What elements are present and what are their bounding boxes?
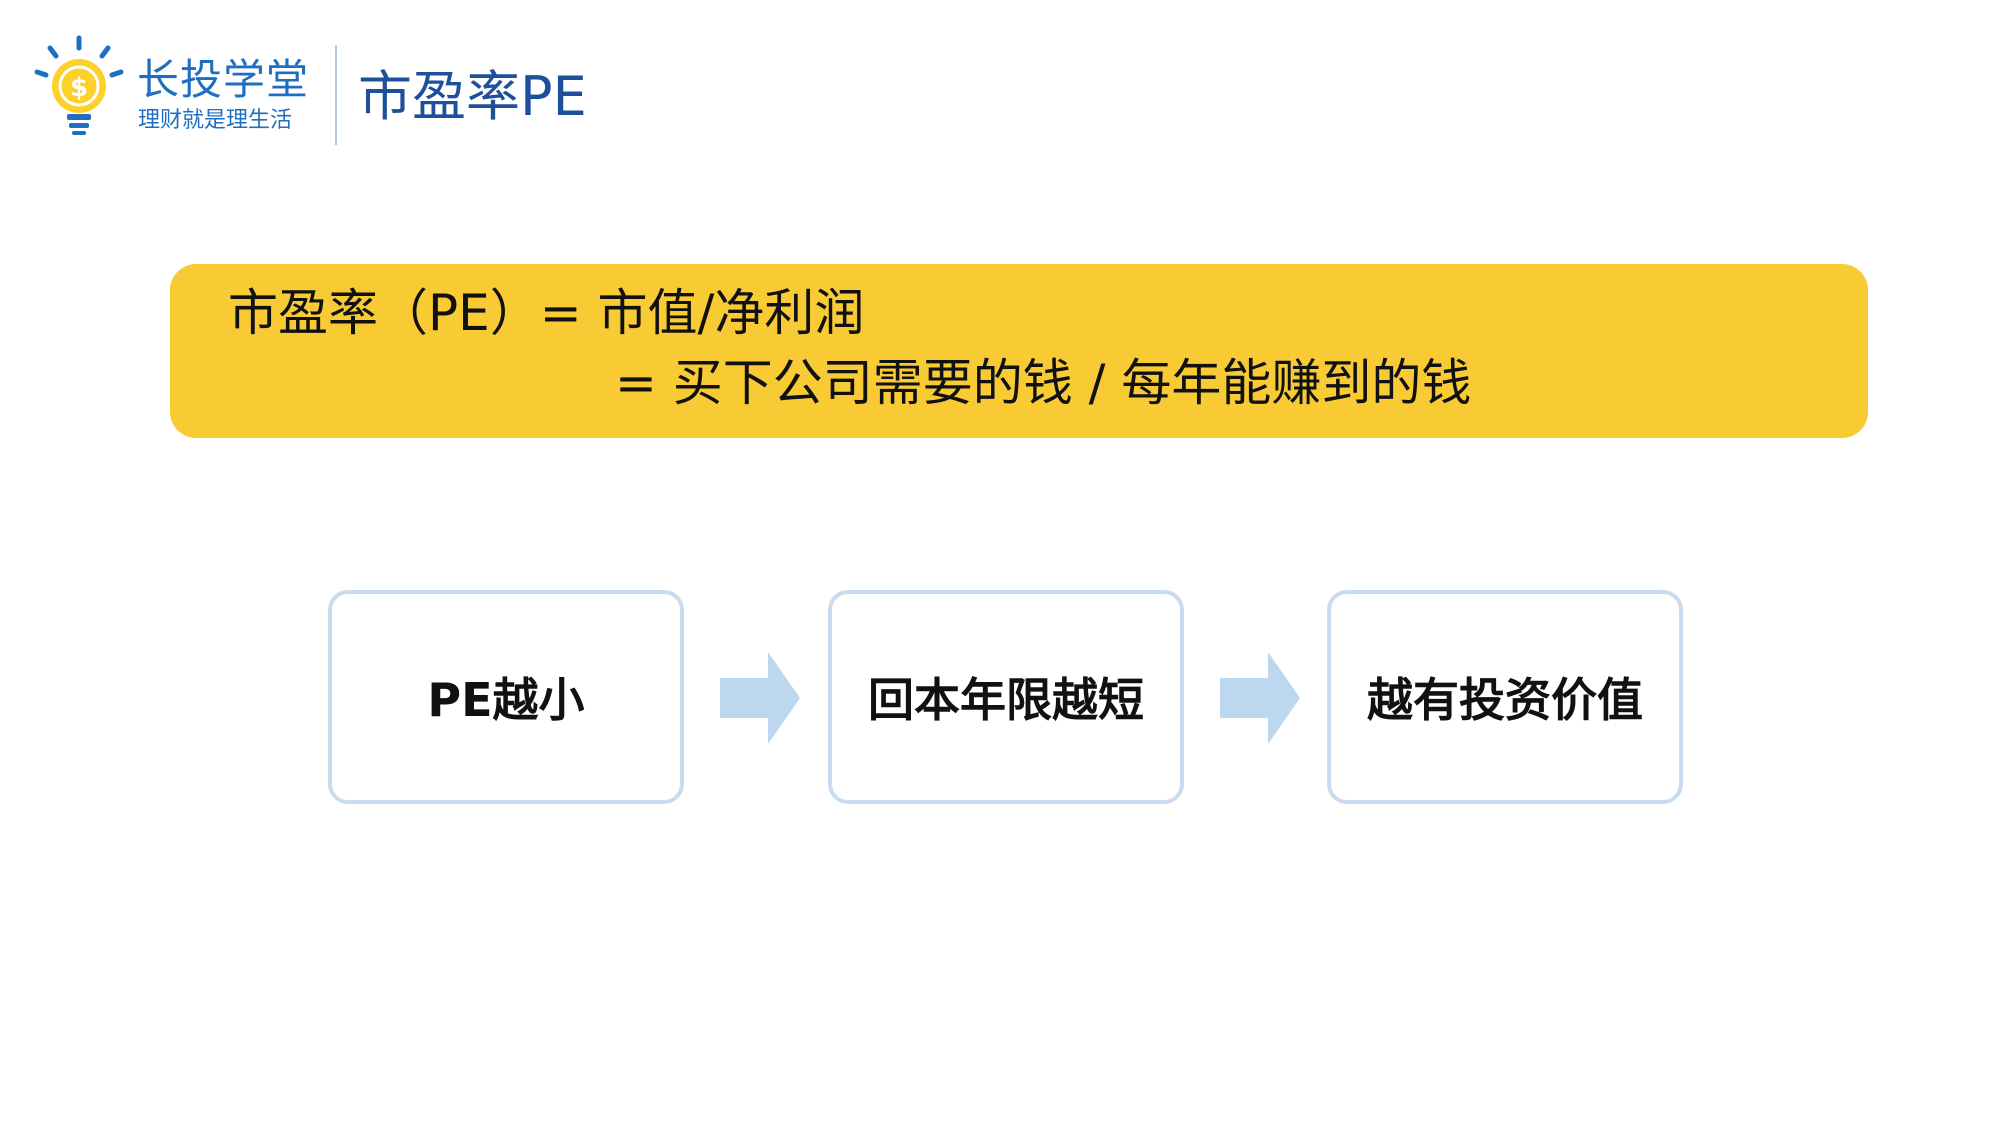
formula-line-1: 市盈率（PE）= 市值/净利润	[228, 284, 865, 342]
arrow-right-icon	[720, 652, 800, 744]
arrow-right-icon	[1220, 652, 1300, 744]
page-title: 市盈率PE	[358, 65, 587, 128]
logo-slogan: 理财就是理生活	[138, 108, 293, 133]
formula-banner: 市盈率（PE）= 市值/净利润 = 买下公司需要的钱 / 每年能赚到的钱	[170, 264, 1868, 438]
flow-step-label: 回本年限越短	[868, 673, 1144, 727]
logo: $ 长投学堂 理财就是理生活	[32, 34, 352, 144]
flow-step-label: PE越小	[427, 673, 585, 727]
flow-step-label: 越有投资价值	[1367, 673, 1643, 727]
flow-step-more-investment-value: 越有投资价值	[1327, 590, 1683, 804]
flow-step-pe-smaller: PE越小	[328, 590, 684, 804]
formula-line-2: = 买下公司需要的钱 / 每年能赚到的钱	[615, 354, 1472, 412]
flow-step-payback-shorter: 回本年限越短	[828, 590, 1184, 804]
lightbulb-dollar-icon: $	[34, 35, 124, 135]
header-divider	[335, 45, 337, 145]
logo-name: 长投学堂	[137, 55, 310, 104]
svg-text:$: $	[70, 73, 88, 103]
